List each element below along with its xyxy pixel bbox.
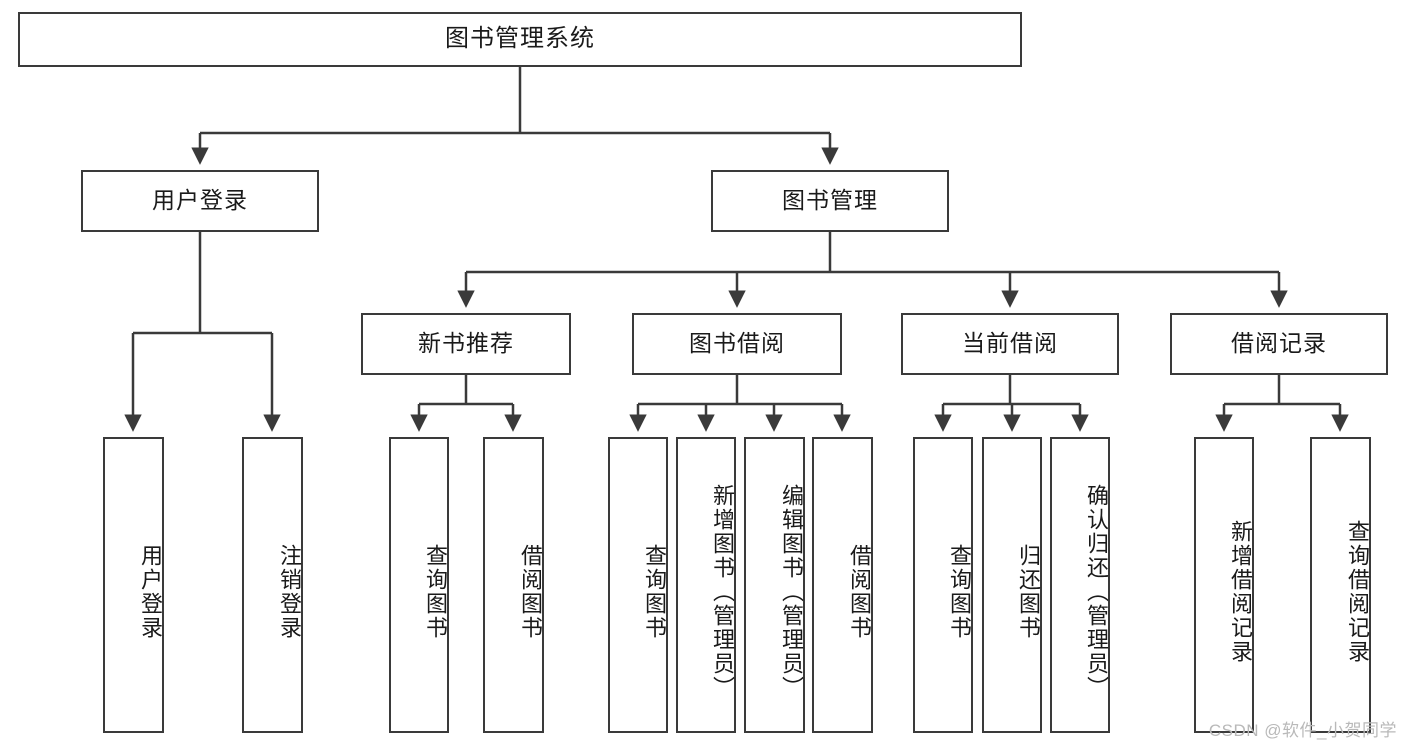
node-leaf-label: 新增图书（管理员） <box>710 484 735 700</box>
node-leaf-borrow-book[interactable]: 借阅图书 <box>812 437 873 733</box>
node-leaf-label: 归还图书 <box>1016 544 1041 640</box>
node-leaf-query-borrow-record[interactable]: 查询借阅记录 <box>1310 437 1371 733</box>
node-leaf-add-borrow-record[interactable]: 新增借阅记录 <box>1194 437 1254 733</box>
node-book-management-label: 图书管理 <box>782 187 878 214</box>
node-root-label: 图书管理系统 <box>445 25 595 53</box>
node-leaf-borrow-book-rec[interactable]: 借阅图书 <box>483 437 544 733</box>
node-leaf-label: 确认归还（管理员） <box>1084 484 1109 700</box>
csdn-watermark: CSDN @软件_小贺同学 <box>1208 721 1397 740</box>
node-new-book-recommendation-label: 新书推荐 <box>418 330 514 357</box>
node-leaf-label: 编辑图书（管理员） <box>779 484 804 700</box>
node-leaf-confirm-return-admin[interactable]: 确认归还（管理员） <box>1050 437 1110 733</box>
node-new-book-recommendation[interactable]: 新书推荐 <box>361 313 571 375</box>
node-borrowing-record[interactable]: 借阅记录 <box>1170 313 1388 375</box>
node-leaf-label: 查询借阅记录 <box>1345 520 1370 664</box>
node-leaf-query-book-borrow[interactable]: 查询图书 <box>608 437 668 733</box>
node-leaf-add-book-admin[interactable]: 新增图书（管理员） <box>676 437 736 733</box>
node-leaf-user-login[interactable]: 用户登录 <box>103 437 164 733</box>
node-leaf-label: 查询图书 <box>947 544 972 640</box>
node-current-borrowing[interactable]: 当前借阅 <box>901 313 1119 375</box>
node-leaf-label: 新增借阅记录 <box>1228 520 1253 664</box>
node-leaf-label: 用户登录 <box>138 544 163 640</box>
node-leaf-logout[interactable]: 注销登录 <box>242 437 303 733</box>
node-book-management[interactable]: 图书管理 <box>711 170 949 232</box>
node-leaf-label: 注销登录 <box>277 544 302 640</box>
node-leaf-label: 借阅图书 <box>847 544 872 640</box>
node-borrowing-record-label: 借阅记录 <box>1231 330 1327 357</box>
node-leaf-query-book-rec[interactable]: 查询图书 <box>389 437 449 733</box>
node-leaf-query-book-current[interactable]: 查询图书 <box>913 437 973 733</box>
node-book-borrowing[interactable]: 图书借阅 <box>632 313 842 375</box>
node-user-login-label: 用户登录 <box>152 187 248 214</box>
node-leaf-label: 借阅图书 <box>518 544 543 640</box>
node-leaf-return-book[interactable]: 归还图书 <box>982 437 1042 733</box>
node-book-borrowing-label: 图书借阅 <box>689 330 785 357</box>
node-leaf-label: 查询图书 <box>423 544 448 640</box>
node-user-login[interactable]: 用户登录 <box>81 170 319 232</box>
node-current-borrowing-label: 当前借阅 <box>962 330 1058 357</box>
node-leaf-label: 查询图书 <box>642 544 667 640</box>
node-root-book-management-system[interactable]: 图书管理系统 <box>18 12 1022 67</box>
node-leaf-edit-book-admin[interactable]: 编辑图书（管理员） <box>744 437 805 733</box>
